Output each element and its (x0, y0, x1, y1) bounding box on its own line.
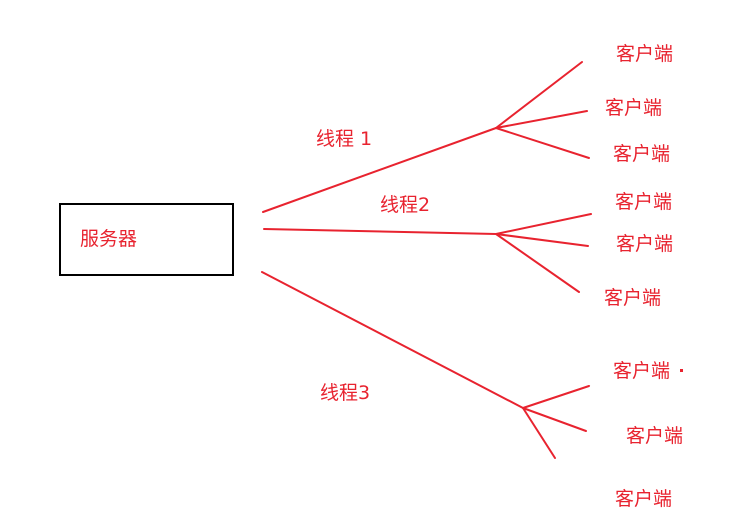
thread-2-client-2-connector (495, 233, 589, 247)
thread-2-client-1-connector (495, 213, 592, 235)
server-label: 服务器 (80, 228, 138, 250)
server-box (59, 203, 234, 276)
client-label: 客户端 (615, 488, 673, 510)
client-label: 客户端 (616, 233, 674, 255)
thread-1-client-2-connector (495, 110, 588, 129)
client-label: 客户端 (613, 143, 671, 165)
thread-2-connector (263, 228, 497, 235)
thread-3-label: 线程3 (320, 382, 371, 404)
thread-3-connector (261, 271, 524, 409)
thread-3-client-3-connector (522, 407, 556, 459)
thread-1-client-1-connector (495, 61, 583, 129)
client-label: 客户端 (613, 360, 671, 382)
client-label: 客户端 (605, 97, 663, 119)
stray-mark (680, 369, 683, 372)
thread-1-connector (262, 127, 497, 213)
thread-2-client-3-connector (495, 233, 580, 293)
client-label: 客户端 (604, 287, 662, 309)
thread-1-label: 线程 1 (316, 128, 373, 150)
thread-1-client-3-connector (495, 127, 590, 159)
client-label: 客户端 (616, 43, 674, 65)
thread-2-label: 线程2 (380, 194, 431, 216)
client-label: 客户端 (626, 425, 684, 447)
thread-3-client-2-connector (522, 407, 587, 432)
thread-3-client-1-connector (522, 385, 590, 409)
client-label: 客户端 (615, 191, 673, 213)
